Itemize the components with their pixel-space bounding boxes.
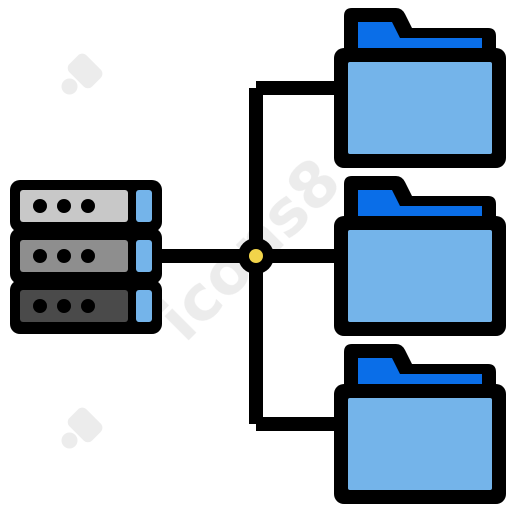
folder-middle-icon xyxy=(334,176,506,336)
server-stack-icon xyxy=(10,180,162,334)
server-unit-middle xyxy=(10,228,162,284)
server-unit-bottom xyxy=(10,280,162,334)
watermark-logo-top-left-icon xyxy=(61,53,103,95)
folder-top-icon xyxy=(334,8,506,168)
watermark-logo-bottom-left-icon xyxy=(61,407,103,449)
folder-bottom-icon xyxy=(334,344,506,504)
hub-node-icon xyxy=(238,238,274,274)
server-unit-top xyxy=(10,180,162,232)
